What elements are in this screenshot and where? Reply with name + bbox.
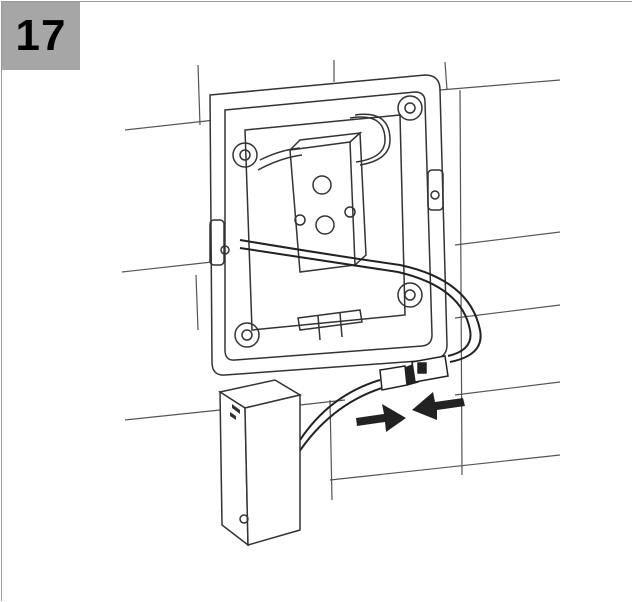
step-number: 17 (2, 2, 80, 70)
cables (239, 239, 482, 456)
push-arrows (356, 392, 465, 432)
battery-box (218, 379, 302, 547)
plug-connectors (379, 355, 449, 391)
mounting-box (209, 74, 448, 376)
